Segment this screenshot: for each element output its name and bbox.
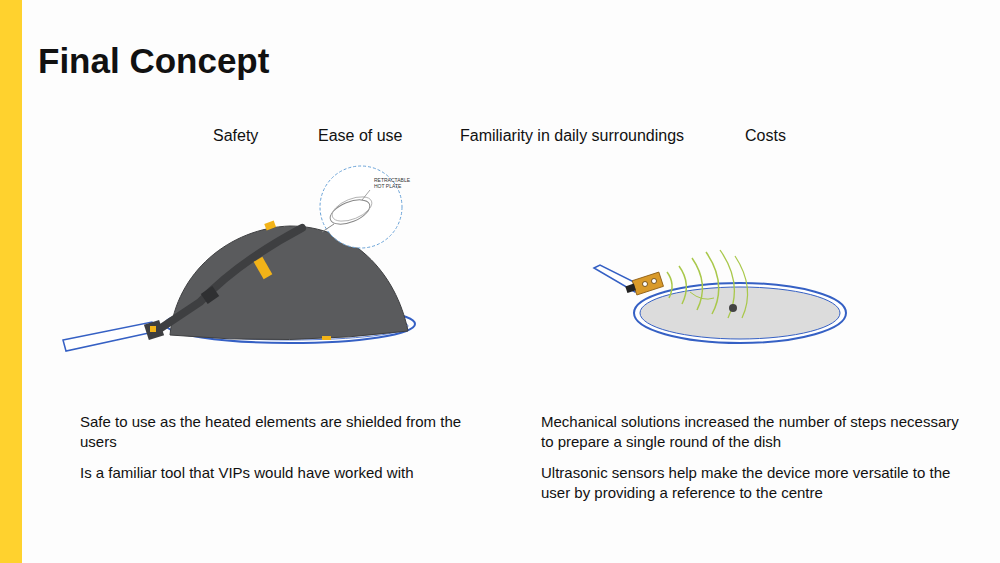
sound-wave <box>679 266 686 304</box>
note-text: Is a familiar tool that VIPs would have … <box>80 463 490 483</box>
arm-joint <box>201 286 219 304</box>
lid-button <box>254 257 273 279</box>
hinge-button <box>150 326 156 332</box>
sensor-eye <box>643 282 648 287</box>
criterion-heading: Ease of use <box>318 127 403 145</box>
accent-bar <box>0 0 22 563</box>
pan-handle <box>63 322 158 351</box>
note-text: Safe to use as the heated elements are s… <box>80 412 490 452</box>
sensor-pan <box>594 250 846 343</box>
lid-latch <box>264 220 276 230</box>
criterion-heading: Safety <box>213 127 258 145</box>
hot-plate-sketch <box>329 192 375 226</box>
criterion-heading: Costs <box>745 127 786 145</box>
pan-rim <box>634 283 846 343</box>
callout-label: RETRACTABLE HOT PLATE <box>374 177 410 189</box>
hinge-block <box>144 320 164 340</box>
rim-clip <box>322 336 331 340</box>
centre-marker <box>729 304 737 312</box>
slide-title: Final Concept <box>38 41 269 81</box>
criterion-heading: Familiarity in daily surroundings <box>460 127 684 145</box>
sound-wave <box>692 258 702 310</box>
sensor-cap <box>625 284 636 293</box>
sensor-eye <box>652 279 657 284</box>
sound-wave <box>690 292 714 299</box>
plate-handle <box>322 224 334 232</box>
sound-wave <box>667 272 672 298</box>
note-text: Mechanical solutions increased the numbe… <box>541 412 961 452</box>
lid-arm <box>158 228 302 330</box>
ultrasonic-sensor <box>632 272 663 295</box>
leader-line <box>362 190 370 200</box>
sound-wave <box>706 252 719 314</box>
note-text: Ultrasonic sensors help make the device … <box>541 463 961 503</box>
